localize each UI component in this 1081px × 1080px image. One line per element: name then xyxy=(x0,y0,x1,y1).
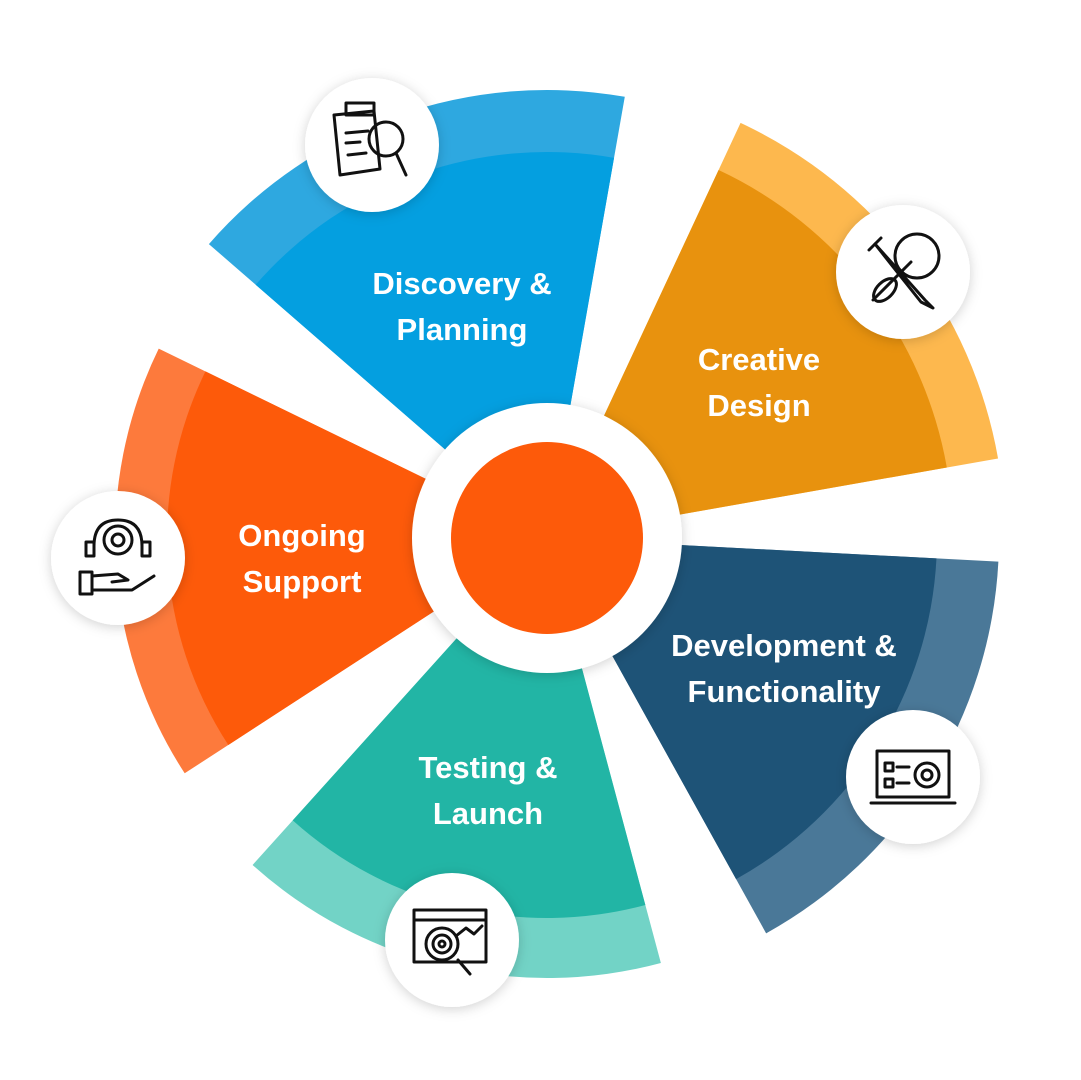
ongoing-support-label: Ongoing xyxy=(238,518,365,553)
testing-launch-label: Launch xyxy=(433,796,543,831)
creative-design-label: Creative xyxy=(698,342,820,377)
creative-design-label: Design xyxy=(707,388,810,423)
laptop-gear-icon xyxy=(846,710,980,844)
discovery-label: Planning xyxy=(397,312,528,347)
development-label: Functionality xyxy=(688,674,882,709)
target-analytics-icon xyxy=(385,873,519,1007)
testing-launch-label: Testing & xyxy=(419,750,558,785)
ongoing-support-label: Support xyxy=(243,564,362,599)
clipboard-search-icon xyxy=(305,78,439,212)
creative-design-segment xyxy=(547,170,947,538)
discovery-label: Discovery & xyxy=(372,266,551,301)
ongoing-support-segment xyxy=(166,371,547,745)
center-circle xyxy=(451,442,643,634)
support-gear-hand-icon xyxy=(51,491,185,625)
development-label: Development & xyxy=(671,628,897,663)
pencil-bulb-icon xyxy=(836,205,970,339)
